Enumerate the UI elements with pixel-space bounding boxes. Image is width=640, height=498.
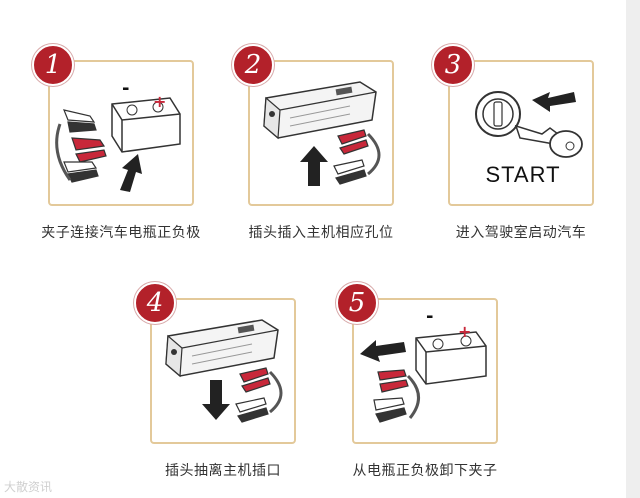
step-4-caption: 插头抽离主机插口	[128, 460, 318, 480]
watermark: 大散资讯	[4, 478, 52, 495]
step-4-badge: 4	[134, 282, 176, 324]
step-1-caption: 夹子连接汽车电瓶正负极	[26, 222, 216, 242]
start-label: START	[450, 162, 596, 188]
battery-plus-sign: +	[458, 322, 471, 341]
step-4-card	[150, 298, 296, 444]
right-edge-strip	[626, 0, 640, 498]
step-5-caption: 从电瓶正负极卸下夹子	[330, 460, 520, 480]
step-1-badge: 1	[32, 44, 74, 86]
battery-minus-sign: -	[426, 306, 433, 327]
jump-starter-unplug-illustration	[152, 300, 298, 446]
step-3-caption: 进入驾驶室启动汽车	[426, 222, 616, 242]
step-2-card	[248, 60, 394, 206]
step-2-caption: 插头插入主机相应孔位	[226, 222, 416, 242]
step-5-card: - +	[352, 298, 498, 444]
step-3-card: START	[448, 60, 594, 206]
step-2-badge: 2	[232, 44, 274, 86]
jump-starter-plug-in-illustration	[250, 62, 396, 208]
step-3-badge: 3	[432, 44, 474, 86]
step-1-card: - +	[48, 60, 194, 206]
battery-minus-sign: -	[122, 78, 129, 99]
battery-plus-sign: +	[153, 92, 166, 111]
step-5-badge: 5	[336, 282, 378, 324]
